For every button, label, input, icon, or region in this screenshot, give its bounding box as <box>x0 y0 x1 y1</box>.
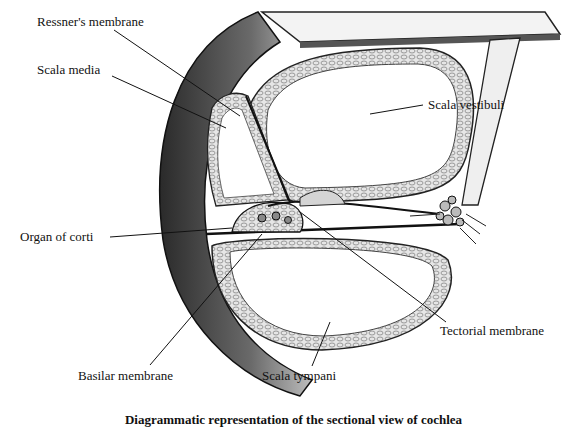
part-label: Tectorial membrane <box>440 323 544 339</box>
part-label: Basilar membrane <box>78 368 173 384</box>
part-label: Scala media <box>37 62 100 78</box>
part-label: Ressner's membrane <box>37 14 144 30</box>
figure-caption: Diagrammatic representation of the secti… <box>0 412 587 428</box>
leader-lines <box>110 30 446 366</box>
part-label: Scala vestibuli <box>428 97 504 113</box>
part-label: Organ of corti <box>20 229 93 245</box>
part-label: Scala tympani <box>262 368 336 384</box>
